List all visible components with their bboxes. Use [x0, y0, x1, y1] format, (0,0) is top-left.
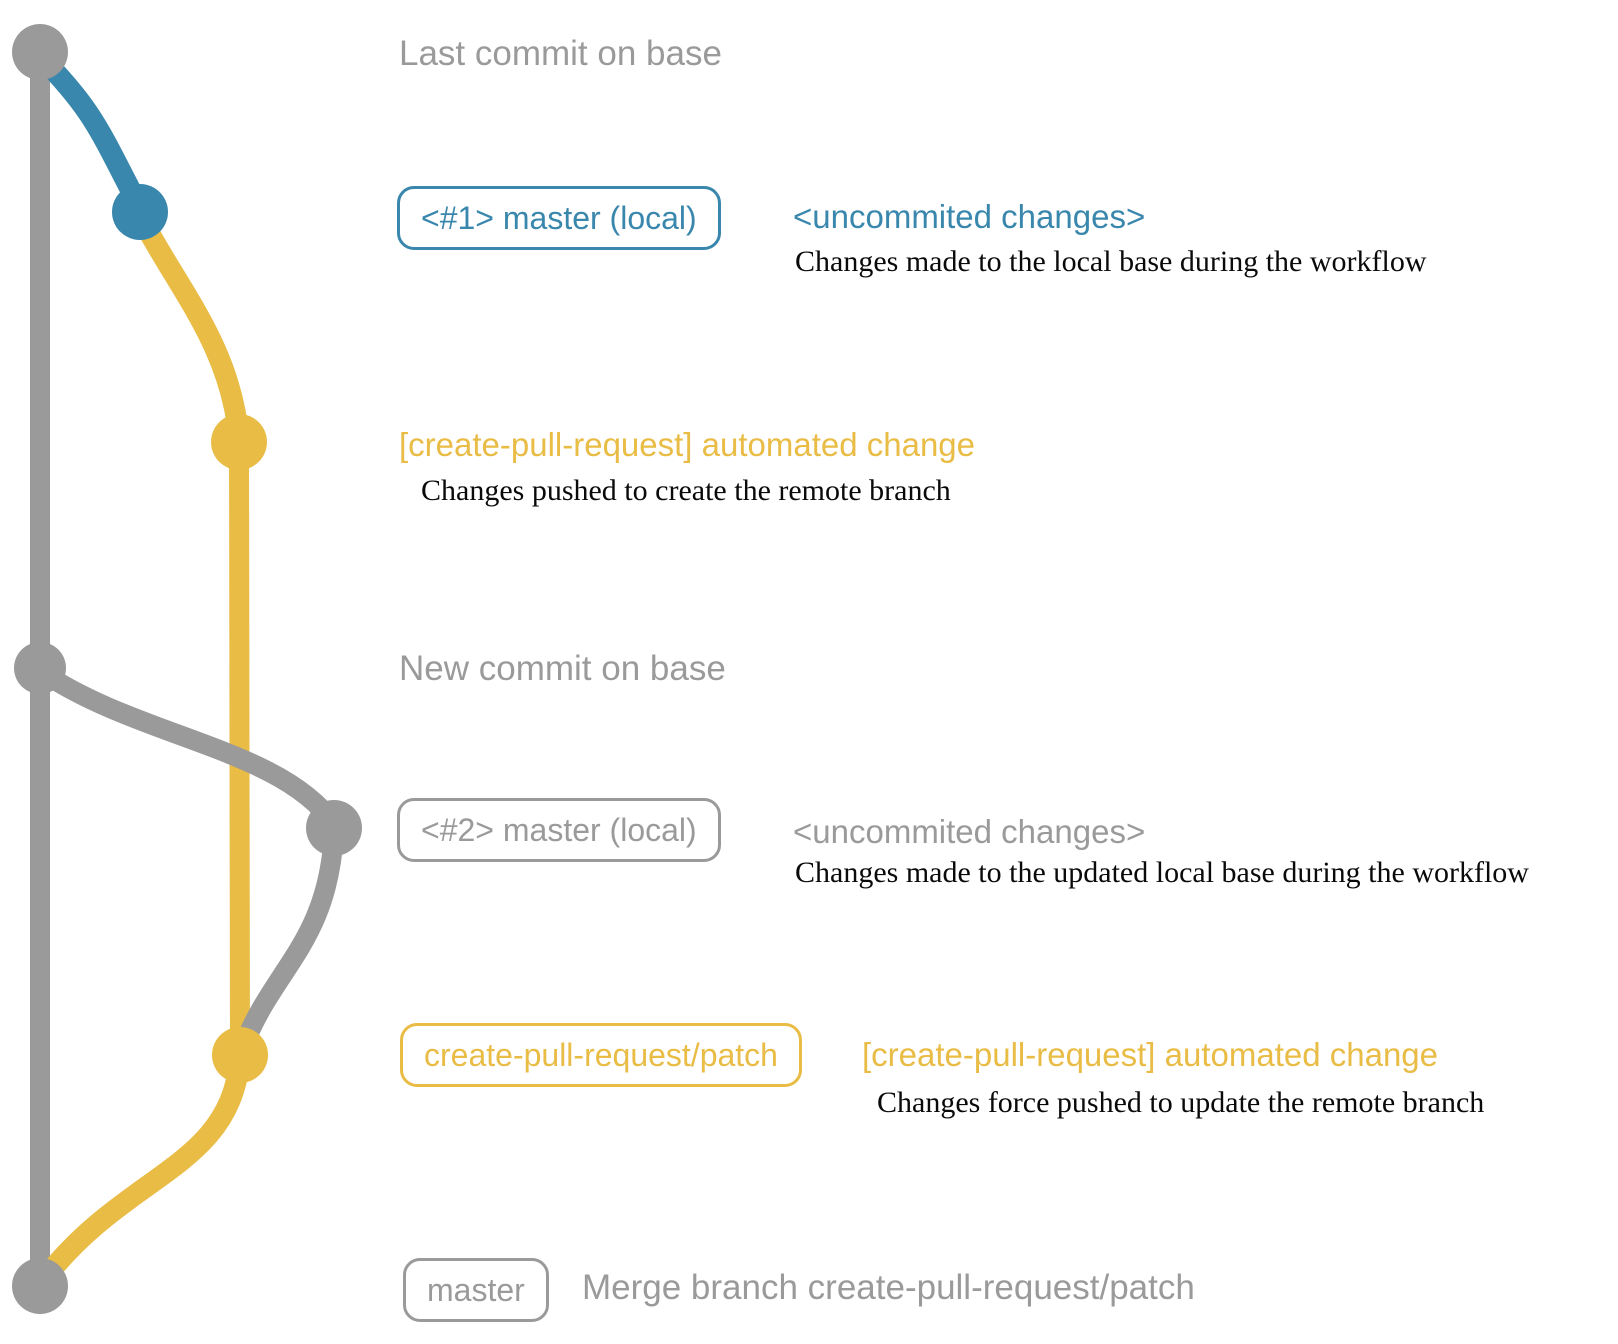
- local-master-branch-curve: [29, 45, 151, 219]
- note-uncommited-changes-1: <uncommited changes>: [793, 198, 1146, 235]
- note-uncommited-changes-2: <uncommited changes>: [793, 813, 1146, 850]
- note-automated-change-1: [create-pull-request] automated change: [399, 426, 976, 463]
- badge-master-local-2: <#2> master (local): [397, 798, 721, 862]
- commit-node-merge: [12, 1258, 68, 1314]
- description-push-remote: Changes pushed to create the remote bran…: [421, 474, 951, 507]
- badge-master-local-1: <#1> master (local): [397, 186, 721, 250]
- commit-node-patch-1: [211, 414, 267, 470]
- badge-create-pull-request-patch: create-pull-request/patch: [400, 1023, 802, 1087]
- rebase-curve: [232, 822, 344, 1060]
- badge-master: master: [403, 1258, 549, 1322]
- base-update-curve: [32, 662, 344, 834]
- commit-node-new-base: [14, 642, 66, 694]
- commit-graph: [12, 24, 362, 1314]
- commit-node-last-base: [12, 24, 68, 80]
- description-local-changes-2: Changes made to the updated local base d…: [795, 856, 1529, 889]
- description-force-push: Changes force pushed to update the remot…: [877, 1086, 1485, 1119]
- commit-node-local-2: [306, 800, 362, 856]
- commit-node-patch-2: [212, 1027, 268, 1083]
- label-last-commit-on-base: Last commit on base: [399, 34, 722, 73]
- description-local-changes-1: Changes made to the local base during th…: [795, 245, 1427, 278]
- commit-node-local-1: [112, 184, 168, 240]
- patch-branch-curve-top: [129, 205, 250, 449]
- note-automated-change-2: [create-pull-request] automated change: [862, 1036, 1439, 1073]
- merge-curve: [31, 1047, 251, 1293]
- label-new-commit-on-base: New commit on base: [399, 649, 726, 688]
- label-merge-branch: Merge branch create-pull-request/patch: [582, 1268, 1195, 1307]
